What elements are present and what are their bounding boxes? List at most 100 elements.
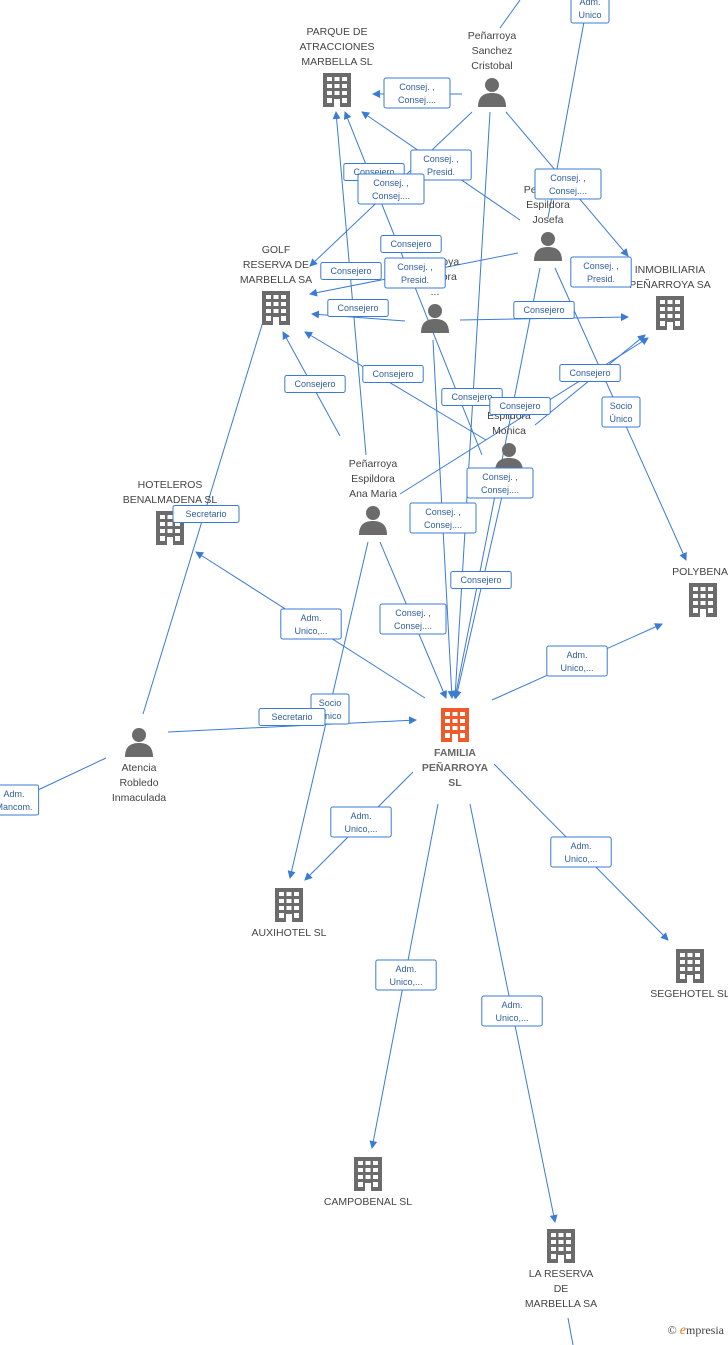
node-label-line: RESERVA DE	[243, 259, 309, 271]
person-icon	[534, 232, 562, 261]
edge-label-text: Adm.	[300, 613, 321, 623]
company-node-campobenal[interactable]: CAMPOBENAL SL	[324, 1157, 412, 1208]
edge-label-text: Consejero	[499, 401, 540, 411]
edge-label-box	[379, 603, 447, 635]
edge-label-text: Consej. ,	[583, 261, 619, 271]
edge-label-21[interactable]: Consejero	[450, 571, 512, 589]
edge-label-box	[546, 645, 608, 677]
relation-edge-25	[37, 757, 107, 791]
edge-label-text: Secretario	[185, 509, 226, 519]
edge-label-29[interactable]: Adm.Unico,...	[550, 836, 612, 868]
edge-label-text: Unico,...	[294, 626, 327, 636]
edge-label-box	[570, 256, 632, 288]
edge-label-text: Consej....	[549, 186, 587, 196]
node-label-line: Inmaculada	[112, 792, 166, 804]
edge-label-text: Adm.	[579, 0, 600, 7]
building-icon	[262, 291, 290, 325]
edge-label-text: Consejero	[390, 239, 431, 249]
edge-label-text: Adm.	[570, 841, 591, 851]
node-label-line: ...	[431, 286, 440, 298]
edge-label-text: Consejero	[372, 369, 413, 379]
edge-label-18[interactable]: Consej. ,Consej....	[466, 467, 534, 499]
edge-label-20[interactable]: Consej. ,Consej....	[409, 502, 477, 534]
brand-footer[interactable]: © empresia	[668, 1323, 724, 1339]
edge-label-0[interactable]: Adm.Unico	[570, 0, 610, 24]
edge-label-box	[383, 77, 451, 109]
edge-label-text: Consejero	[569, 368, 610, 378]
company-node-hoteleros[interactable]: HOTELEROS BENALMADENA SL	[123, 479, 218, 545]
building-icon	[323, 73, 351, 107]
edge-label-13[interactable]: Consejero	[362, 365, 424, 383]
node-label-line: Espildora	[351, 473, 395, 485]
edge-label-30[interactable]: Adm.Unico,...	[375, 959, 437, 991]
edge-label-text: Consej. ,	[550, 173, 586, 183]
edge-label-box	[570, 0, 610, 24]
relation-edge-14	[304, 331, 487, 441]
node-label-line: MARBELLA SA	[525, 1298, 597, 1310]
edge-label-box	[327, 299, 389, 317]
edge-label-4[interactable]: Consej. ,Consej....	[357, 173, 425, 205]
edge-label-box	[409, 502, 477, 534]
company-node-segehotel[interactable]: SEGEHOTEL SL	[650, 949, 728, 1000]
edge-label-box	[513, 301, 575, 319]
edge-label-11[interactable]: Consejero	[513, 301, 575, 319]
building-icon	[354, 1157, 382, 1191]
edge-label-19[interactable]: Secretario	[172, 505, 240, 523]
node-label-line: BENALMADENA SL	[123, 494, 218, 506]
node-label-line: Robledo	[119, 777, 158, 789]
edge-label-text: Consejero	[337, 303, 378, 313]
edge-label-box	[258, 708, 326, 726]
edge-label-text: Único	[609, 414, 632, 424]
edge-label-8[interactable]: Consej. ,Presid.	[384, 257, 446, 289]
edge-label-2[interactable]: Consej. ,Presid.	[410, 149, 472, 181]
edge-label-text: Consej....	[481, 485, 519, 495]
edge-label-text: Consej....	[394, 621, 432, 631]
edge-label-17[interactable]: Consejero	[489, 397, 551, 415]
node-label-line: PEÑARROYA	[422, 761, 489, 774]
node-label-line: Peñarroya	[468, 30, 517, 42]
edge-label-9[interactable]: Consej. ,Presid.	[570, 256, 632, 288]
edge-label-6[interactable]: Consejero	[380, 235, 442, 253]
edge-label-box	[357, 173, 425, 205]
building-icon	[656, 296, 684, 330]
edge-label-7[interactable]: Consejero	[320, 262, 382, 280]
edge-label-box	[280, 608, 342, 640]
edge-label-16[interactable]: Consejero	[441, 388, 503, 406]
edge-label-12[interactable]: Consejero	[284, 375, 346, 393]
company-node-auxihotel[interactable]: AUXIHOTEL SL	[252, 888, 327, 939]
node-label-line: Atencia	[121, 762, 156, 774]
edge-label-5[interactable]: Consej. , Consej....	[534, 168, 602, 200]
edge-label-14[interactable]: Consejero	[559, 364, 621, 382]
edge-label-1[interactable]: Consej. ,Consej....	[383, 77, 451, 109]
edge-label-27[interactable]: Adm.Mancom.	[0, 784, 40, 816]
edge-label-31[interactable]: Adm.Unico,...	[481, 995, 543, 1027]
node-label-line: Cristobal	[471, 60, 512, 72]
copyright-symbol: ©	[667, 1323, 677, 1337]
edge-label-text: Consej. ,	[399, 82, 435, 92]
edge-label-22[interactable]: Adm. Unico,...	[280, 608, 342, 640]
edge-label-23[interactable]: Consej. ,Consej....	[379, 603, 447, 635]
company-node-polybenal[interactable]: POLYBENAL	[672, 566, 728, 617]
building-icon	[275, 888, 303, 922]
edge-label-28[interactable]: Adm.Unico,...	[330, 806, 392, 838]
node-label-line: HOTELEROS	[138, 479, 203, 491]
node-label-line: SL	[448, 777, 462, 789]
node-label-line: GOLF	[262, 244, 291, 256]
edge-label-26[interactable]: Secretario	[258, 708, 326, 726]
edge-label-text: Consejero	[523, 305, 564, 315]
edge-label-24[interactable]: Adm.Unico,...	[546, 645, 608, 677]
edge-label-text: Consejero	[451, 392, 492, 402]
edge-label-text: Consej. ,	[425, 507, 461, 517]
edge-label-10[interactable]: Consejero	[327, 299, 389, 317]
edge-label-box	[410, 149, 472, 181]
